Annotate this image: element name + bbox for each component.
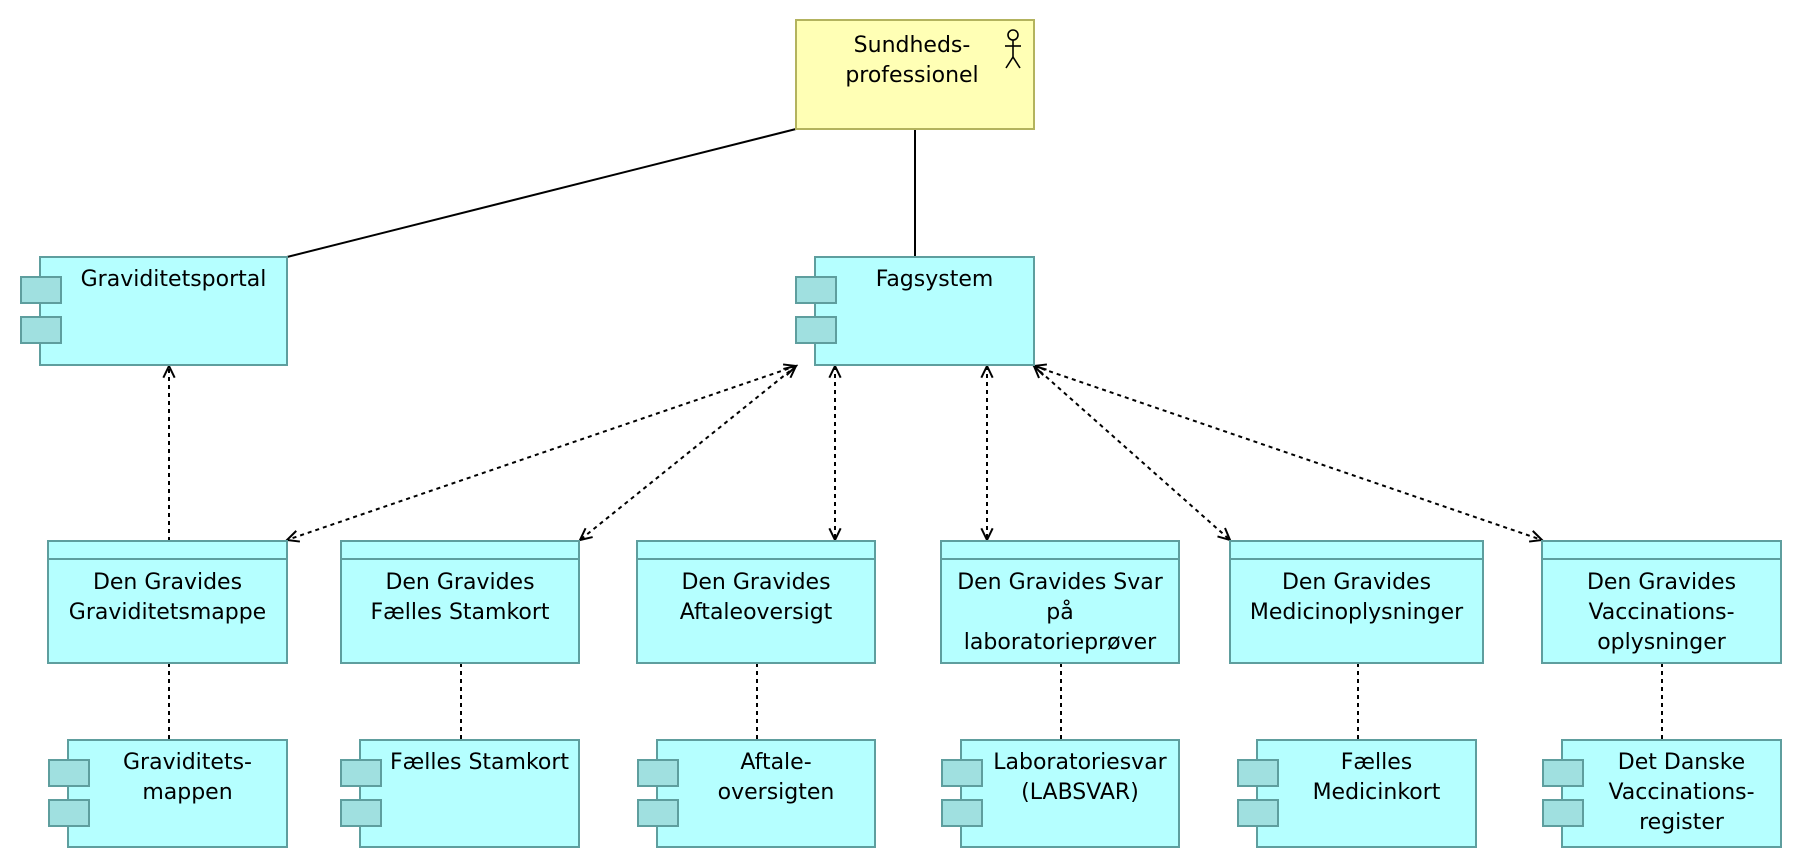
access-line <box>1033 365 1543 541</box>
data-object-label: Den Gravides <box>93 570 242 595</box>
arrowhead-icon <box>578 527 593 542</box>
data-object-box <box>47 540 288 664</box>
access-line <box>1033 365 1231 541</box>
data-object-box <box>1229 540 1484 664</box>
component-tab-icon <box>941 759 983 787</box>
data-object-box <box>340 540 580 664</box>
component-label: Det Danske <box>1618 750 1745 775</box>
component-label: Vaccinations- <box>1608 780 1754 805</box>
component-tab-icon <box>637 799 679 827</box>
source-system-labsvar[interactable]: Laboratoriesvar (LABSVAR) <box>941 739 1180 848</box>
component-tab-icon <box>1237 799 1279 827</box>
component-tab-icon <box>795 316 837 344</box>
component-tab-icon <box>1542 799 1584 827</box>
component-box <box>1561 739 1782 848</box>
component-label: Graviditetsportal <box>81 267 267 292</box>
component-tab-icon <box>20 316 62 344</box>
data-object-label: oplysninger <box>1597 630 1727 655</box>
component-tab-icon <box>340 799 382 827</box>
component-label: Fagsystem <box>876 267 994 292</box>
data-object-label: Den Gravides <box>1282 570 1431 595</box>
data-object-label: Den Gravides <box>385 570 534 595</box>
component-box <box>1256 739 1477 848</box>
arrowhead-icon <box>783 364 798 379</box>
data-object-labsvar-data[interactable]: Den Gravides Svar på laboratorieprøver <box>940 540 1180 664</box>
data-object-label: Den Gravides <box>681 570 830 595</box>
stick-figure-leg <box>1012 56 1021 69</box>
data-object-label: Vaccinations- <box>1588 600 1734 625</box>
data-object-label: Medicinoplysninger <box>1250 600 1464 625</box>
access-line <box>579 365 797 541</box>
component-label: mappen <box>142 780 232 805</box>
component-tab-icon <box>1237 759 1279 787</box>
component-label: register <box>1639 810 1725 835</box>
stick-figure-icon <box>1005 29 1021 69</box>
component-label: Aftale- <box>740 750 811 775</box>
source-system-faelles-stamkort[interactable]: Fælles Stamkort <box>340 739 580 848</box>
component-tab-icon <box>340 759 382 787</box>
actor-label: Sundheds- <box>854 33 971 58</box>
data-object-label: Fælles Stamkort <box>370 600 549 625</box>
association-line <box>286 128 797 258</box>
data-object-label: Den Gravides Svar <box>957 570 1164 595</box>
data-object-label: Aftaleoversigt <box>680 600 833 625</box>
data-object-label: Graviditetsmappe <box>69 600 266 625</box>
data-object-box <box>940 540 1180 664</box>
source-system-aftaleoversigten[interactable]: Aftale-oversigten <box>637 739 876 848</box>
component-box <box>67 739 288 848</box>
arrowhead-icon <box>1528 530 1545 543</box>
component-label: Graviditets- <box>123 750 252 775</box>
data-object-label: på <box>1046 599 1073 625</box>
access-line <box>286 365 797 541</box>
data-object-box <box>636 540 876 664</box>
actor-node[interactable]: Sundheds-professionel <box>795 19 1035 130</box>
component-box <box>960 739 1180 848</box>
component-box <box>656 739 876 848</box>
component-label: Laboratoriesvar <box>993 750 1167 775</box>
component-box <box>359 739 580 848</box>
component-label: Fælles Stamkort <box>390 750 569 775</box>
actor-label: professionel <box>845 63 978 88</box>
component-tab-icon <box>1542 759 1584 787</box>
data-object-box <box>1541 540 1782 664</box>
data-object-label: Den Gravides <box>1587 570 1736 595</box>
component-box <box>814 256 1035 366</box>
component-label: (LABSVAR) <box>1021 780 1139 805</box>
component-label: oversigten <box>718 780 835 805</box>
component-tab-icon <box>48 799 90 827</box>
component-box <box>39 256 288 366</box>
component-tab-icon <box>637 759 679 787</box>
arrowhead-icon <box>284 530 301 543</box>
component-label: Medicinkort <box>1313 780 1441 805</box>
component-label: Fælles <box>1341 750 1412 775</box>
component-tab-icon <box>941 799 983 827</box>
source-system-graviditetsmappen[interactable]: Graviditets-mappen <box>48 739 288 848</box>
application-fagsystem[interactable]: Fagsystem <box>795 256 1035 366</box>
component-tab-icon <box>795 276 837 304</box>
application-graviditetsportal[interactable]: Graviditetsportal <box>20 256 288 366</box>
actor-box <box>795 19 1035 130</box>
component-tab-icon <box>20 276 62 304</box>
data-object-label: laboratorieprøver <box>964 630 1157 655</box>
stick-figure-leg <box>1005 56 1014 69</box>
component-tab-icon <box>48 759 90 787</box>
